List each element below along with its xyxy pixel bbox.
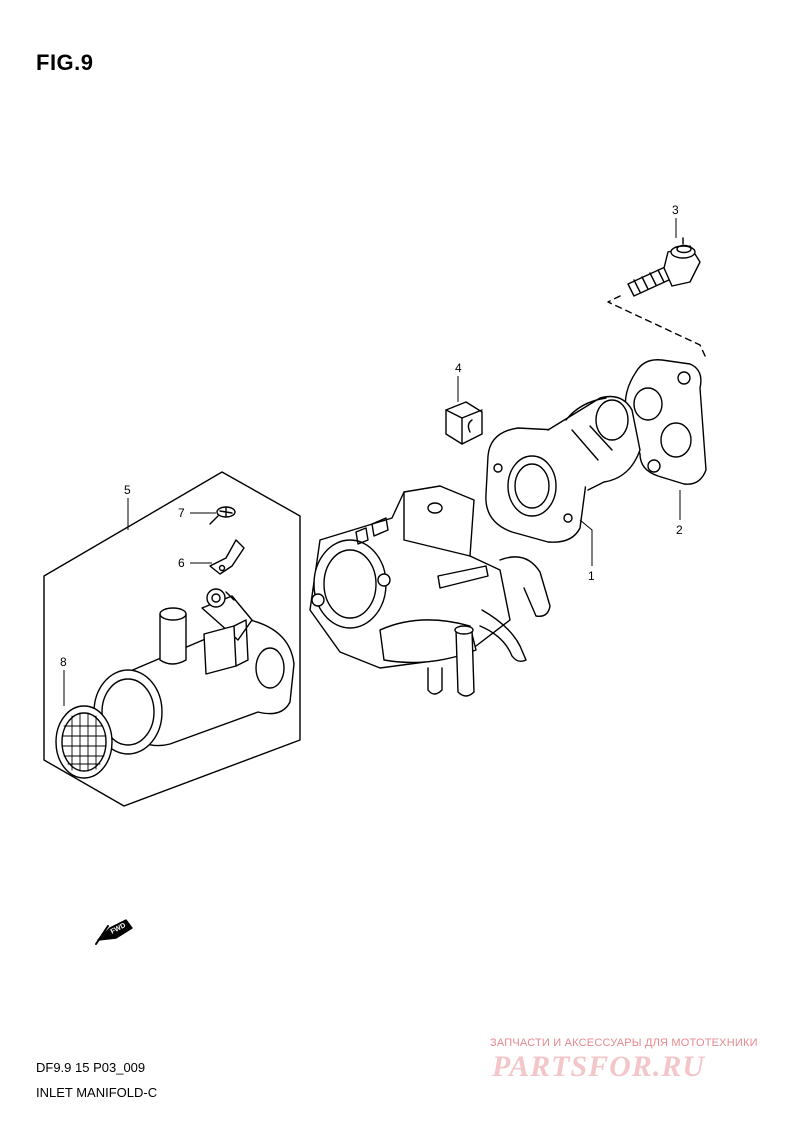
callout-4: 4 (455, 361, 462, 375)
mesh-screen-part (55, 705, 113, 779)
figure-title: FIG.9 (36, 50, 94, 75)
air-intake-part (93, 588, 295, 755)
callout-1: 1 (588, 569, 595, 583)
forward-arrow-icon (95, 919, 133, 945)
screw-part (209, 506, 236, 525)
diagram-code: DF9.9 15 P03_009 (36, 1060, 146, 1075)
clip-part (209, 539, 245, 575)
callout-7: 7 (178, 506, 185, 520)
watermark-logo: PARTSFOR.RU (492, 1050, 705, 1083)
carburetor-part (309, 395, 641, 697)
leader-line-1 (579, 519, 593, 566)
bolt-leader-dashed (607, 295, 707, 359)
watermark-tagline: ЗАПЧАСТИ И АКСЕССУАРЫ ДЛЯ МОТОТЕХНИКИ (490, 1037, 758, 1049)
callout-3: 3 (672, 203, 679, 217)
bolt-part (627, 237, 701, 297)
cap-part (445, 401, 483, 445)
callout-2: 2 (676, 523, 683, 537)
kit-box-outline (43, 471, 301, 807)
callout-8: 8 (60, 655, 67, 669)
gasket-part (624, 359, 707, 485)
callout-5: 5 (124, 483, 131, 497)
callout-6: 6 (178, 556, 185, 570)
diagram-name: INLET MANIFOLD-C (36, 1085, 158, 1100)
